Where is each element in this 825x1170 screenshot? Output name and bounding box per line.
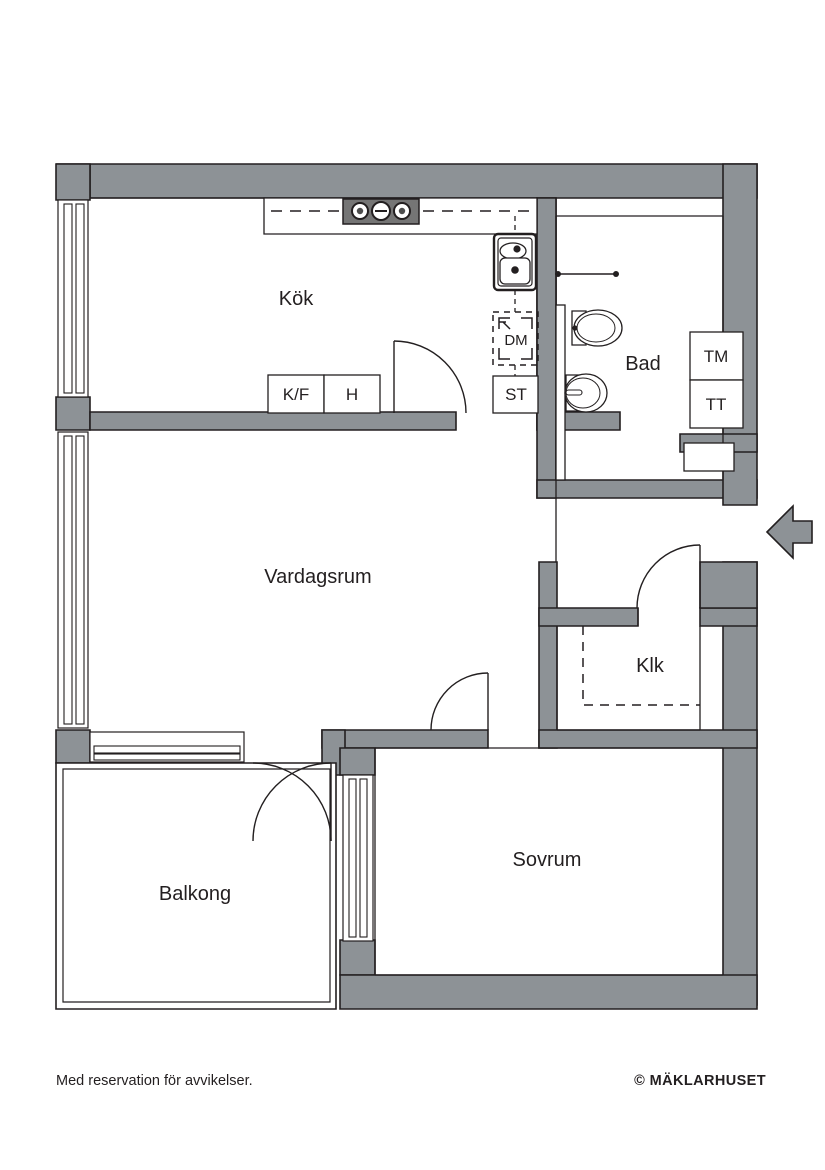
door-sovrum — [430, 672, 489, 731]
window-vardagsrum — [57, 431, 89, 729]
shower-wall-stub — [555, 304, 566, 481]
door-entrance — [636, 544, 701, 609]
kitchen-sink — [492, 216, 538, 312]
kitchen-counter-group — [263, 197, 538, 235]
appliance-label-tt: TT — [706, 395, 727, 414]
cabinet-h — [323, 374, 381, 414]
wall-klk-top-right — [699, 607, 758, 627]
cabinet-st — [492, 375, 539, 414]
wall-bad-left — [536, 197, 557, 499]
cooktop-3-burner — [342, 198, 420, 225]
wall-sovrum-left-pier — [339, 939, 376, 976]
wall-entry-block — [699, 561, 758, 609]
wall-sovrum-left-upper — [339, 747, 376, 776]
wall-right-lower — [722, 561, 758, 1006]
wall-left-pier-1 — [55, 396, 91, 431]
dishwasher-dm — [492, 311, 539, 376]
cabinet-bad-extra — [683, 442, 735, 472]
door-balcony-leaf — [252, 762, 332, 842]
room-label-balkong: Balkong — [159, 883, 231, 905]
room-label-bad: Bad — [625, 353, 661, 375]
wall-klk-left — [538, 561, 558, 749]
toilet — [571, 309, 623, 347]
wall-sovrum-bottom — [339, 974, 758, 1010]
appliance-label-tm: TM — [704, 347, 729, 366]
door-kitchen — [393, 340, 467, 414]
room-label-kok: Kök — [279, 288, 314, 310]
wall-left-pier-2 — [55, 729, 91, 764]
wall-kitchen-bottom — [89, 411, 457, 431]
washbasin — [564, 373, 608, 413]
bathroom-fixtures — [555, 271, 623, 481]
wall-sovrum-top — [321, 729, 489, 749]
room-label-sovrum: Sovrum — [513, 849, 582, 871]
window-sovrum — [342, 774, 374, 942]
balcony-outline — [55, 762, 337, 1010]
door-balcony — [252, 762, 332, 842]
wall-left-upper — [55, 163, 91, 201]
footer-copyright: © MÄKLARHUSET — [634, 1072, 766, 1089]
windows-group — [57, 199, 374, 942]
room-label-vardagsrum: Vardagsrum — [264, 566, 371, 588]
appliance-label-st: ST — [505, 385, 527, 404]
entrance-arrow[interactable] — [765, 504, 813, 560]
footer-disclaimer: Med reservation för avvikelser. — [56, 1073, 253, 1089]
cabinet-kf — [267, 374, 325, 414]
appliance-label-kf: K/F — [283, 385, 309, 404]
window-kitchen — [57, 199, 89, 398]
cabinet-tt — [689, 379, 744, 429]
balcony — [55, 762, 337, 1010]
wall-klk-bottom — [538, 729, 758, 749]
doors-group — [252, 340, 701, 842]
window-balcony-door — [89, 731, 245, 763]
shower-rail — [555, 271, 619, 277]
balcony-railing-inner — [62, 768, 331, 1003]
wall-top — [56, 163, 758, 199]
wall-klk-top-left — [538, 607, 639, 627]
room-label-klk: Klk — [636, 655, 665, 677]
appliance-label-dm: DM — [504, 332, 527, 349]
appliance-label-h: H — [346, 385, 358, 404]
